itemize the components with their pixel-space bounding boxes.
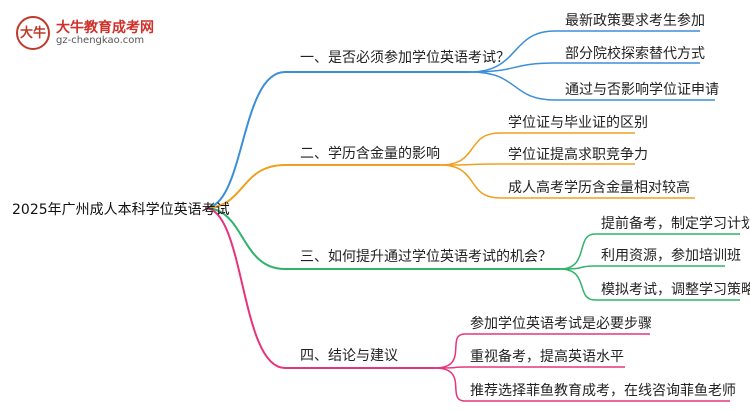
branch-2-label: 二、学历含金量的影响 xyxy=(300,146,440,162)
connector-root-branch-3 xyxy=(204,207,560,270)
connector-b2-leaf-3 xyxy=(439,164,695,199)
branch-4-leaf-1: 参加学位英语考试是必要步骤 xyxy=(470,316,652,332)
logo-mark-icon: 大牛 xyxy=(16,16,50,50)
branch-4-leaf-2: 重视备考，提高英语水平 xyxy=(470,349,624,365)
connector-root-branch-4 xyxy=(204,207,435,369)
connector-b4-leaf-1 xyxy=(434,333,650,369)
branch-2-leaf-2: 学位证提高求职竞争力 xyxy=(508,147,648,163)
branch-1-leaf-3: 通过与否影响学位证申请 xyxy=(565,82,719,98)
connector-b1-leaf-3 xyxy=(469,71,715,101)
connector-b4-leaf-3 xyxy=(434,367,730,402)
connector-b4-leaf-2 xyxy=(434,366,625,369)
branch-3-label: 三、如何提升通过学位英语考试的机会？ xyxy=(300,249,552,265)
connector-b2-leaf-1 xyxy=(439,132,635,166)
connector-b1-leaf-1 xyxy=(469,30,700,73)
branch-2-leaf-1: 学位证与毕业证的区别 xyxy=(508,115,648,131)
branch-1-leaf-2: 部分院校探索替代方式 xyxy=(565,46,705,62)
logo-url: gz-chengkao.com xyxy=(56,35,145,46)
mindmap-root: 2025年广州成人本科学位英语考试 xyxy=(12,202,230,218)
connector-b3-leaf-1 xyxy=(559,233,740,270)
branch-1-leaf-1: 最新政策要求考生参加 xyxy=(565,13,705,29)
branch-4-leaf-3: 推荐选择菲鱼教育成考，在线咨询菲鱼老师 xyxy=(470,383,736,399)
branch-3-leaf-2: 利用资源，参加培训班 xyxy=(601,248,741,264)
connector-b3-leaf-2 xyxy=(559,265,725,270)
logo-title: 大牛教育成考网 xyxy=(56,20,154,36)
connector-b3-leaf-3 xyxy=(559,268,740,301)
connector-b2-leaf-2 xyxy=(439,163,635,166)
branch-3-leaf-3: 模拟考试，调整学习策略 xyxy=(601,282,750,298)
branch-1-label: 一、是否必须参加学位英语考试？ xyxy=(300,50,510,66)
site-logo: 大牛 大牛教育成考网 gz-chengkao.com xyxy=(16,16,156,52)
connector-b1-leaf-2 xyxy=(469,62,700,73)
connector-root-branch-1 xyxy=(204,71,470,209)
connector-root-branch-2 xyxy=(204,164,440,209)
branch-4-label: 四、结论与建议 xyxy=(300,348,398,364)
branch-3-leaf-1: 提前备考，制定学习计划 xyxy=(601,216,750,232)
branch-2-leaf-3: 成人高考学历含金量相对较高 xyxy=(508,180,690,196)
